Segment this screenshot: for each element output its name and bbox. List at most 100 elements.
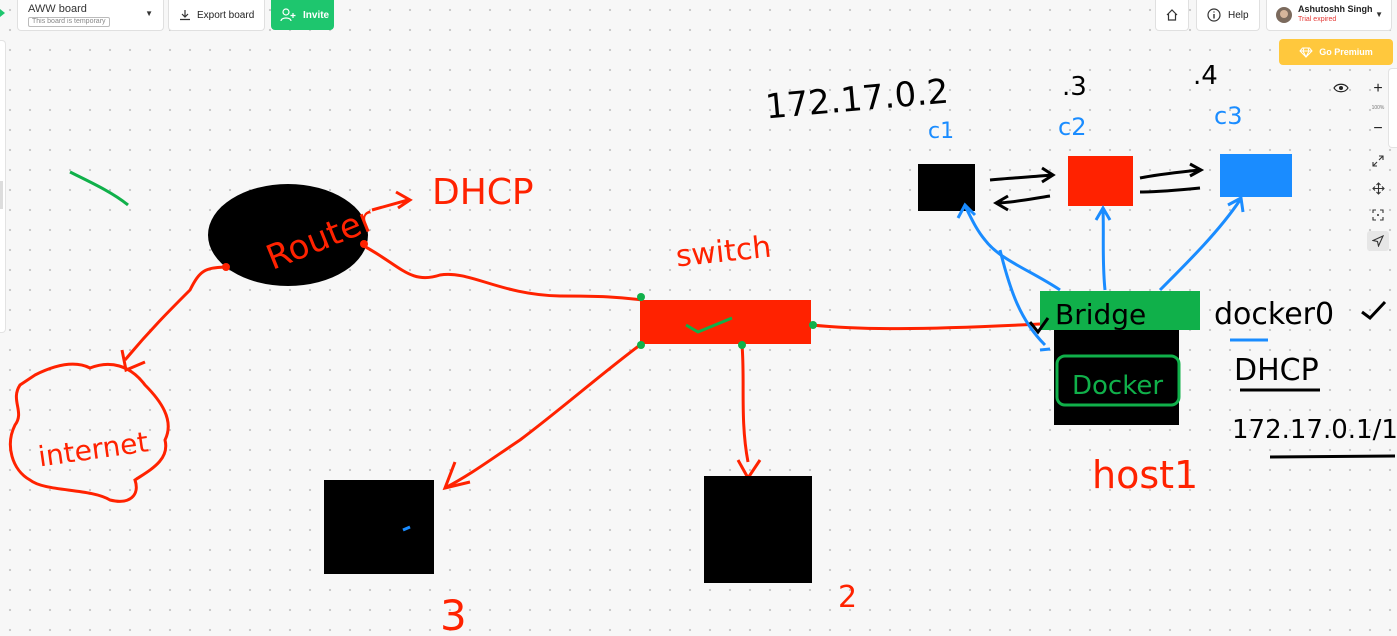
chevron-down-icon[interactable]: ▼ (1375, 10, 1383, 19)
arrow-c3-c2 (1139, 186, 1201, 194)
c3-label: c3 (1214, 102, 1242, 130)
board-selector[interactable]: AWW board This board is temporary ▼ (17, 0, 164, 31)
download-icon (180, 10, 190, 21)
subnet-label: 172.17.0.1/16 (1232, 415, 1397, 445)
green-stroke (69, 170, 129, 207)
dhcp-right-label: DHCP (1234, 353, 1319, 388)
zoom-level: 100% (1371, 105, 1385, 111)
internet-cloud (8, 362, 170, 503)
docker-label: Docker (1072, 371, 1163, 401)
port-dot (222, 263, 230, 271)
go-premium-button[interactable]: Go Premium (1279, 39, 1393, 65)
link-switch-host2 (740, 344, 750, 463)
diamond-icon (1299, 47, 1313, 58)
link-switch-host3 (444, 343, 641, 490)
arrow-host3 (442, 461, 471, 491)
help-button[interactable]: Help (1196, 0, 1260, 31)
arrow-dhcp (371, 190, 413, 212)
pan-tool-button[interactable] (1367, 178, 1389, 198)
router-node (208, 184, 368, 286)
home-button[interactable] (1155, 0, 1189, 31)
pointer-tool-button[interactable] (1367, 231, 1389, 251)
link-internet-router (123, 265, 226, 361)
arrow-c2-c1 (993, 194, 1051, 212)
veth-c2 (1094, 205, 1112, 291)
veth-c3 (1158, 195, 1245, 292)
home-icon (1166, 9, 1178, 21)
container-c1 (918, 164, 975, 211)
invite-label: Invite (303, 9, 330, 21)
blue-mark (402, 525, 411, 532)
port-dot (637, 293, 645, 301)
invite-button[interactable]: Invite (271, 0, 334, 30)
docker0-label: docker0 (1214, 297, 1334, 332)
blue-underline (1039, 347, 1051, 352)
check-mark (1361, 300, 1387, 321)
help-label: Help (1228, 9, 1249, 21)
zoom-out-button[interactable]: − (1373, 120, 1383, 137)
port-dot (809, 321, 817, 329)
switch-label: switch (674, 230, 773, 275)
fullscreen-button[interactable] (1367, 151, 1389, 171)
host2-label: 2 (838, 580, 857, 615)
host1-label: host1 (1092, 453, 1198, 497)
bridge-node (1040, 291, 1200, 330)
link-router-switch (361, 243, 643, 302)
fit-screen-icon (1372, 209, 1384, 221)
avatar (1276, 7, 1292, 23)
veth-c1 (956, 202, 1061, 292)
pointer-icon (1372, 235, 1384, 247)
left-tool-rail[interactable] (0, 40, 6, 333)
chevron-down-icon[interactable]: ▼ (145, 9, 153, 18)
export-board-button[interactable]: Export board (168, 0, 265, 31)
go-premium-label: Go Premium (1319, 47, 1373, 57)
veth-c1b (998, 249, 1047, 347)
container-c3 (1220, 154, 1292, 197)
expand-icon (1372, 155, 1384, 167)
port-dot (637, 341, 645, 349)
zoom-controls: + 100% − (1367, 78, 1389, 144)
zoom-in-button[interactable]: + (1373, 80, 1383, 97)
docker-box (1055, 354, 1181, 407)
host3-node (324, 480, 434, 574)
add-user-icon (280, 8, 296, 22)
bridge-label: Bridge (1055, 298, 1146, 331)
arrow-c2-c3 (1139, 162, 1205, 180)
check-mark (1028, 317, 1050, 335)
octet4-label: .4 (1193, 61, 1218, 91)
switch-check (685, 316, 733, 334)
info-icon (1207, 8, 1221, 22)
internet-label: internet (36, 425, 150, 473)
export-board-label: Export board (197, 9, 255, 21)
user-menu[interactable]: Ashutoshh Singh Trial expired ▼ (1266, 0, 1392, 31)
fit-screen-button[interactable] (1367, 205, 1389, 225)
port-dot (360, 240, 368, 248)
move-icon (1371, 181, 1385, 195)
arrow-c1-c2 (989, 166, 1056, 184)
user-name: Ashutoshh Singh (1298, 4, 1373, 14)
host1-node (1054, 320, 1179, 425)
board-name[interactable]: AWW board (28, 3, 87, 15)
eye-icon (1333, 83, 1349, 93)
host2-node (704, 476, 812, 583)
arrow-host2 (736, 459, 762, 481)
link-switch-host1 (811, 322, 1041, 331)
trial-status: Trial expired (1298, 16, 1337, 23)
rail-handle[interactable] (0, 181, 3, 209)
host3-label: 3 (440, 591, 467, 636)
board-header: AWW board This board is temporary ▼ (17, 0, 164, 31)
temporary-badge: This board is temporary (28, 17, 110, 27)
dhcp-label: DHCP (432, 172, 534, 213)
c1-label: c1 (928, 119, 954, 144)
port-dot (738, 341, 746, 349)
right-panel-rail (1388, 68, 1397, 148)
octet3-label: .3 (1062, 72, 1087, 102)
container-c2 (1068, 156, 1133, 206)
visibility-button[interactable] (1331, 80, 1351, 96)
panel-toggle-arrow[interactable] (0, 9, 5, 17)
arrow-internet (120, 349, 146, 373)
ip-label: 172.17.0.2 (764, 72, 951, 128)
docker0-underline (1269, 454, 1396, 459)
c2-label: c2 (1058, 113, 1086, 141)
